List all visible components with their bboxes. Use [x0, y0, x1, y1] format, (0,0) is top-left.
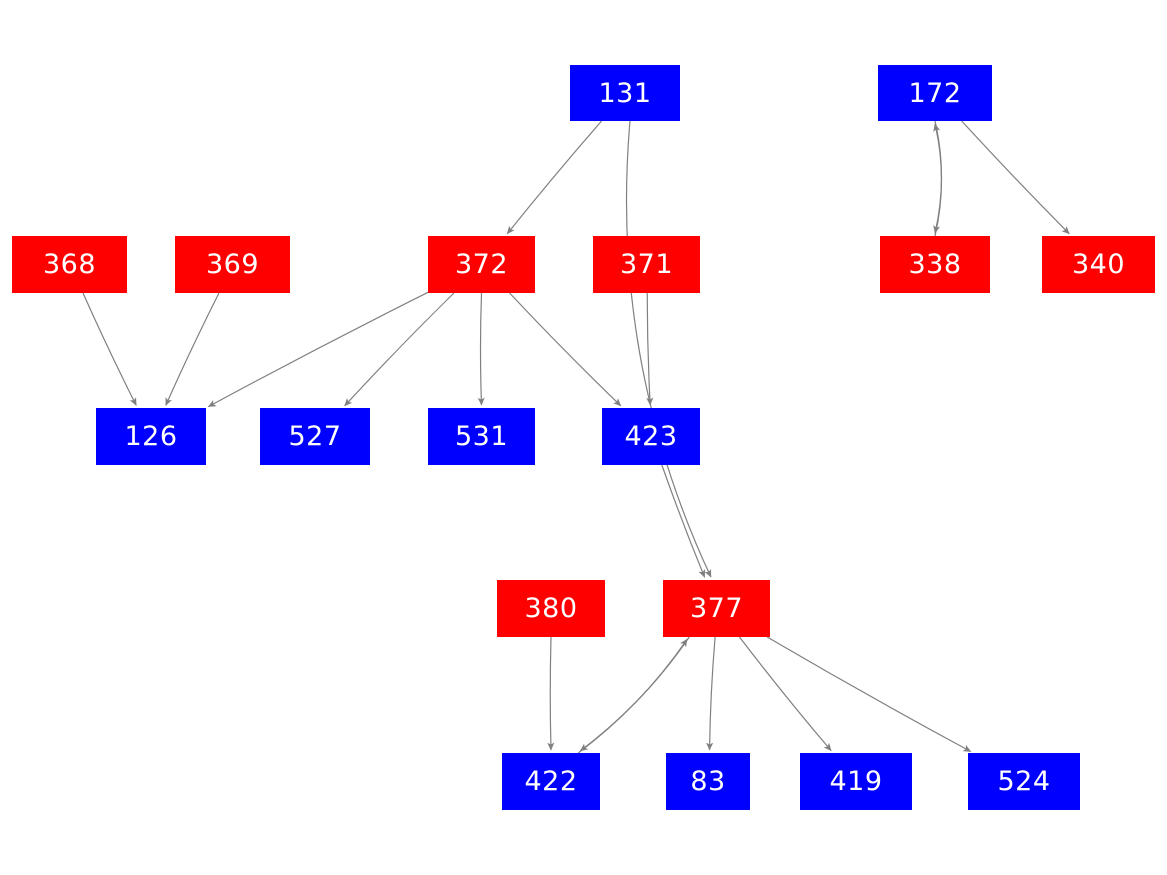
graph-node-label: 423 [624, 421, 678, 452]
graph-node-380[interactable]: 380 [497, 580, 605, 637]
graph-node-338[interactable]: 338 [880, 236, 990, 293]
edge-422-to-377 [577, 638, 688, 754]
graph-node-label: 527 [288, 421, 342, 452]
graph-node-369[interactable]: 369 [175, 236, 290, 293]
edge-372-to-126 [207, 291, 429, 408]
edge-172-to-340 [961, 120, 1070, 235]
graph-node-label: 380 [524, 593, 578, 624]
edge-172-to-338 [933, 120, 943, 234]
graph-node-126[interactable]: 126 [96, 408, 206, 465]
graph-node-label: 531 [454, 421, 509, 452]
edge-372-to-531 [477, 292, 485, 406]
edge-372-to-527 [344, 292, 455, 407]
edge-423-to-377 [661, 464, 706, 578]
graph-node-524[interactable]: 524 [968, 753, 1080, 810]
edge-369-to-126 [165, 292, 220, 406]
graph-node-label: 126 [124, 421, 178, 452]
graph-node-371[interactable]: 371 [593, 236, 700, 293]
graph-node-172[interactable]: 172 [878, 65, 992, 121]
graph-node-label: 338 [908, 249, 962, 280]
graph-node-label: 372 [454, 249, 509, 280]
graph-node-label: 340 [1071, 249, 1126, 280]
graph-node-83[interactable]: 83 [666, 753, 750, 810]
graph-node-340[interactable]: 340 [1042, 236, 1155, 293]
edge-372-to-423 [509, 292, 622, 407]
edge-368-to-126 [82, 292, 137, 406]
graph-node-label: 371 [619, 249, 674, 280]
graph-node-label: 131 [598, 77, 652, 109]
edge-131-to-377 [625, 120, 712, 578]
edge-377-to-524 [766, 636, 972, 753]
graph-node-label: 369 [205, 249, 260, 280]
graph-node-372[interactable]: 372 [428, 236, 535, 293]
graph-node-label: 368 [42, 249, 97, 280]
graph-node-label: 419 [829, 766, 883, 797]
graph-node-label: 422 [524, 766, 578, 797]
edge-371-to-423 [646, 292, 654, 406]
edge-338-to-172 [933, 123, 943, 237]
graph-node-label: 524 [997, 766, 1051, 797]
edge-377-to-419 [739, 636, 832, 752]
graph-node-527[interactable]: 527 [260, 408, 370, 465]
graph-node-368[interactable]: 368 [12, 236, 127, 293]
edge-131-to-372 [506, 120, 603, 235]
graph-node-422[interactable]: 422 [502, 753, 600, 810]
graph-node-131[interactable]: 131 [570, 65, 680, 121]
edge-377-to-422 [579, 636, 690, 752]
graph-node-label: 172 [908, 77, 962, 109]
graph-node-423[interactable]: 423 [602, 408, 700, 465]
graph-node-531[interactable]: 531 [428, 408, 535, 465]
graph-node-377[interactable]: 377 [663, 580, 770, 637]
graph-node-label: 377 [689, 593, 744, 624]
edge-377-to-83 [706, 636, 716, 751]
graph-node-419[interactable]: 419 [800, 753, 912, 810]
graph-node-label: 83 [690, 766, 726, 797]
edge-380-to-422 [547, 636, 555, 751]
